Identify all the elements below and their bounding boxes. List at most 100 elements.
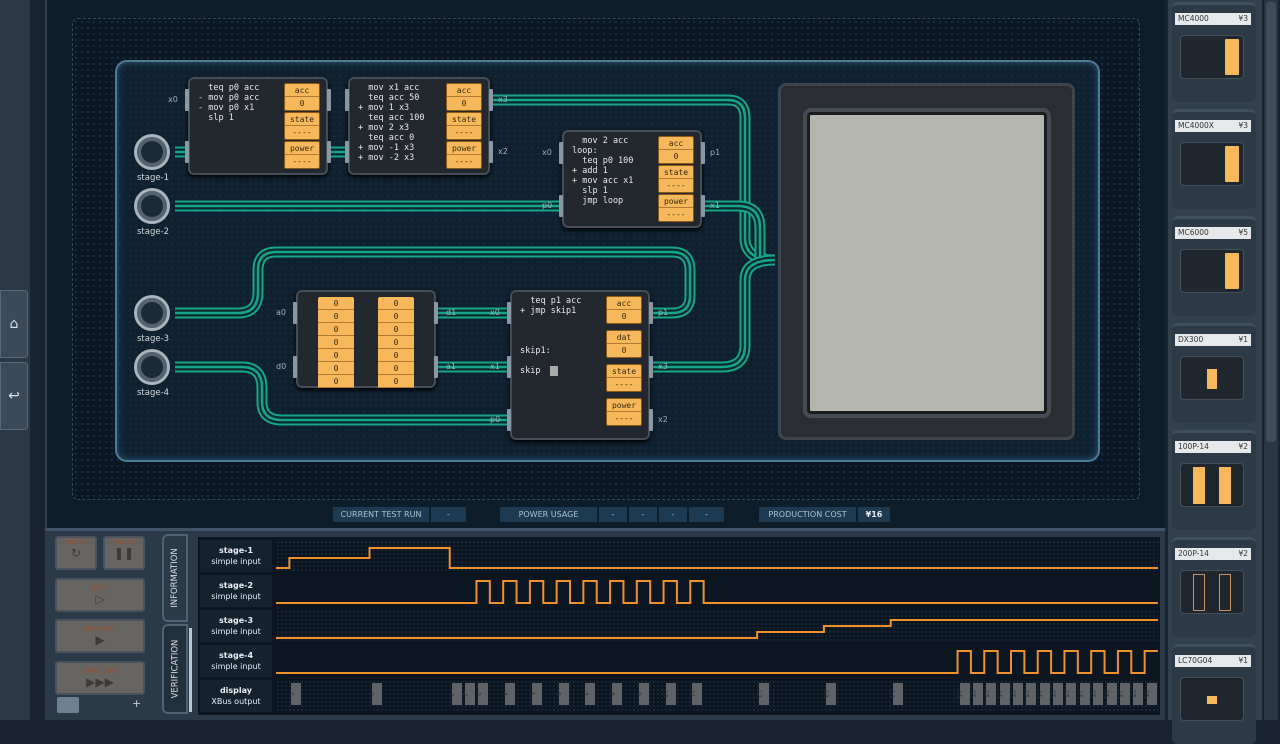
chip-port[interactable] — [649, 409, 653, 431]
register-label: power — [607, 399, 641, 412]
chip-port[interactable] — [507, 356, 511, 378]
speed-plus-button[interactable]: + — [132, 697, 142, 710]
chip-code[interactable]: mov x1 acc teq acc 50 + mov 1 x3 teq acc… — [358, 83, 425, 163]
wire[interactable] — [175, 365, 510, 422]
chip-code[interactable]: teq p0 acc - mov p0 acc - mov p0 x1 slp … — [198, 83, 260, 123]
part-register-icon — [1225, 39, 1239, 75]
wire[interactable] — [650, 258, 776, 369]
port-label: a1 — [446, 362, 456, 371]
wire[interactable] — [702, 204, 775, 262]
input-port-stage-4[interactable] — [134, 349, 170, 385]
chip-port[interactable] — [559, 195, 563, 217]
signal-row — [276, 575, 1158, 607]
port-label: x2 — [498, 147, 508, 156]
chip-port[interactable] — [345, 89, 349, 111]
display-output-marker: 15 — [1129, 683, 1144, 705]
speed-slider[interactable] — [57, 697, 79, 713]
chip-port[interactable] — [649, 356, 653, 378]
chip-port[interactable] — [345, 141, 349, 163]
simulate-button[interactable]: SIMULATE▶▶▶ — [55, 661, 145, 695]
reset-label: RESET — [64, 538, 88, 546]
register-label: acc — [447, 84, 481, 97]
register-label: acc — [607, 297, 641, 310]
chip-port[interactable] — [327, 141, 331, 163]
part-mc6000[interactable]: MC6000¥5 — [1172, 216, 1256, 316]
chip-code[interactable]: teq p1 acc + jmp skip1 skip1: skip — [520, 296, 582, 376]
memory-port[interactable] — [293, 302, 297, 324]
part-mc4000[interactable]: MC4000¥3 — [1172, 2, 1256, 102]
chip-port[interactable] — [185, 89, 189, 111]
step-button[interactable]: STEP▷ — [55, 578, 145, 612]
tab-information-label: INFORMATION — [170, 548, 180, 608]
display-output-marker: 15 — [1009, 683, 1023, 705]
home-button[interactable]: ⌂ — [0, 290, 28, 358]
chip-code[interactable]: mov 2 acc loop: teq p0 100 + add 1 + mov… — [572, 136, 634, 206]
chip-port[interactable] — [507, 302, 511, 324]
chip-mc4000[interactable]: teq p0 acc - mov p0 acc - mov p0 x1 slp … — [188, 77, 328, 175]
chip-port[interactable] — [649, 302, 653, 324]
memory-cell: 0 — [318, 336, 354, 349]
part-dx300[interactable]: DX300¥1 — [1172, 323, 1256, 423]
port-label: x1 — [490, 362, 500, 371]
part-dx300-icon — [1207, 369, 1217, 389]
display-output-marker: 15 — [956, 683, 970, 705]
chip-port[interactable] — [507, 409, 511, 431]
input-port-stage-3[interactable] — [134, 295, 170, 331]
part-mc4000x[interactable]: MC4000X¥3 — [1172, 109, 1256, 209]
port-label: x0 — [168, 95, 178, 104]
undo-button[interactable]: ↩ — [0, 362, 28, 430]
display-output-marker: -2 — [461, 683, 476, 705]
text-cursor — [550, 366, 558, 376]
part-lc70g04[interactable]: LC70G04¥1 — [1172, 644, 1256, 744]
chip-port[interactable] — [701, 195, 705, 217]
register-value: 0 — [299, 99, 305, 108]
memory-port[interactable] — [434, 356, 438, 378]
advance-button[interactable]: ADVANCE▶ — [55, 619, 145, 653]
tab-information[interactable]: INFORMATION — [162, 534, 188, 622]
wires — [175, 94, 776, 426]
pause-icon: ❚❚ — [113, 546, 135, 560]
part-200p-14[interactable]: 200P-14¥2 — [1172, 537, 1256, 637]
register-label: power — [285, 142, 319, 155]
wire[interactable] — [175, 250, 692, 315]
signal-row — [276, 645, 1158, 677]
memory-port[interactable] — [293, 356, 297, 378]
part-title: MC6000¥5 — [1175, 227, 1251, 239]
signal-name: stage-1 — [218, 546, 254, 555]
chip-port[interactable] — [701, 142, 705, 164]
tab-verification[interactable]: VERIFICATION — [162, 624, 188, 714]
part-name: 200P-14 — [1178, 549, 1209, 558]
chip-port[interactable] — [489, 89, 493, 111]
memory-port[interactable] — [434, 302, 438, 324]
chip-port[interactable] — [185, 141, 189, 163]
register-value: ---- — [292, 157, 312, 166]
pause-button[interactable]: PAUSE❚❚ — [103, 536, 145, 570]
register-value: ---- — [454, 128, 474, 137]
memory-cell: 0 — [378, 297, 414, 310]
display-output-marker: 9 — [635, 683, 649, 705]
lcd-display[interactable] — [778, 83, 1075, 440]
chip-port[interactable] — [559, 142, 563, 164]
chip-port[interactable] — [489, 141, 493, 163]
register-value: ---- — [292, 128, 312, 137]
memory-cell: 0 — [318, 323, 354, 336]
signal-trace — [276, 619, 1158, 639]
wire[interactable] — [702, 200, 775, 266]
reset-button[interactable]: RESET↻ — [55, 536, 97, 570]
display-output-marker: 5 — [528, 683, 542, 705]
part-100p-14[interactable]: 100P-14¥2 — [1172, 430, 1256, 530]
input-port-stage-1[interactable] — [134, 134, 170, 170]
sidebar-scroll-thumb[interactable] — [1266, 2, 1276, 442]
port-label: d0 — [276, 362, 287, 371]
power-usage-value: - — [599, 507, 627, 522]
chip-mc4000[interactable]: mov x1 acc teq acc 50 + mov 1 x3 teq acc… — [348, 77, 490, 175]
chip-mc4000[interactable]: mov 2 acc loop: teq p0 100 + add 1 + mov… — [562, 130, 702, 228]
part-icon — [1180, 570, 1244, 614]
chip-port[interactable] — [327, 89, 331, 111]
memory-cell: 0 — [378, 323, 414, 336]
register-state: state---- — [606, 364, 642, 392]
input-port-stage-2[interactable] — [134, 188, 170, 224]
